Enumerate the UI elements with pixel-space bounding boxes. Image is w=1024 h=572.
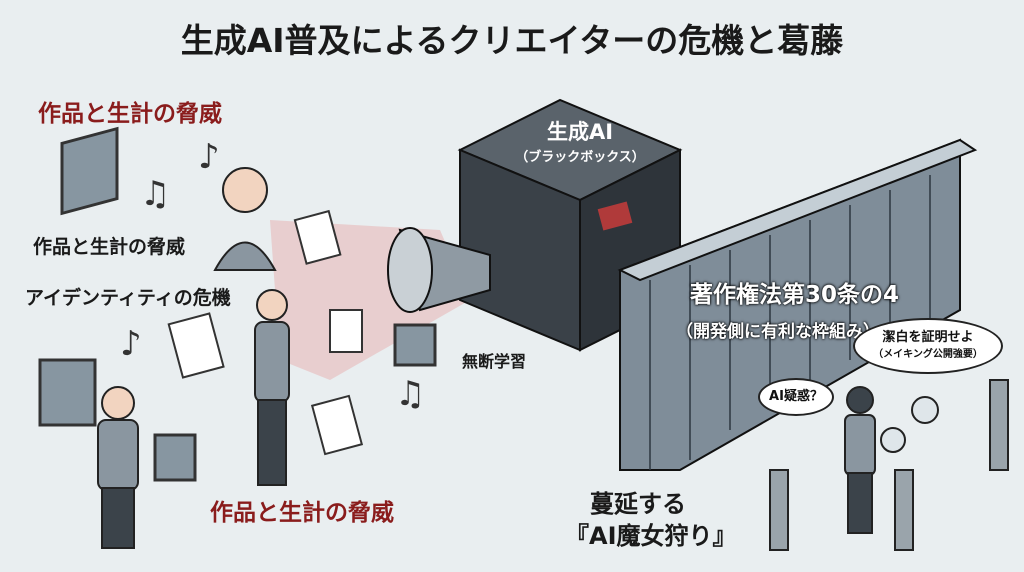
creator-figure bbox=[97, 167, 876, 549]
witch-hunt-caption-1: 蔓延する bbox=[590, 490, 686, 518]
witch-hunt-caption-2: 『AI魔女狩り』 bbox=[565, 522, 737, 550]
svg-text:♪: ♪ bbox=[198, 137, 220, 177]
picture-frame-icon bbox=[38, 126, 437, 482]
speech-bubble-prove-innocence: 潔白を証明せよ （メイキング公開強要） bbox=[853, 318, 1003, 374]
bubble-main-text: 潔白を証明せよ bbox=[882, 330, 974, 345]
cube-label: 生成AI bbox=[546, 120, 614, 144]
threat-caption: 作品と生計の脅威 bbox=[33, 236, 186, 258]
wall-label: 著作権法第30条の4 bbox=[690, 282, 900, 308]
cube-sublabel: （ブラックボックス） bbox=[515, 150, 645, 165]
music-note-icon: ♪ ♫ ♪ ♫ bbox=[120, 137, 425, 414]
svg-text:♫: ♫ bbox=[395, 374, 425, 414]
svg-text:♫: ♫ bbox=[140, 174, 170, 214]
identity-caption: アイデンティティの危機 bbox=[25, 287, 231, 309]
document-icon bbox=[167, 209, 364, 456]
svg-text:♪: ♪ bbox=[120, 324, 142, 364]
robot-arm-icon bbox=[769, 379, 1009, 551]
wall-sublabel: （開発側に有利な枠組み） bbox=[676, 322, 880, 342]
bubble-sub-text: （メイキング公開強要） bbox=[873, 349, 983, 360]
threat-heading-top: 作品と生計の脅威 bbox=[38, 101, 222, 127]
page-title: 生成AI普及によるクリエイターの危機と葛藤 bbox=[180, 21, 844, 60]
black-box-cube bbox=[457, 98, 683, 352]
unauthorized-learning-caption: 無断学習 bbox=[462, 352, 527, 371]
threat-heading-bottom: 作品と生計の脅威 bbox=[210, 500, 394, 526]
speech-bubble-ai-suspicion: AI疑惑？ bbox=[758, 378, 834, 416]
funnel-icon bbox=[387, 227, 491, 313]
